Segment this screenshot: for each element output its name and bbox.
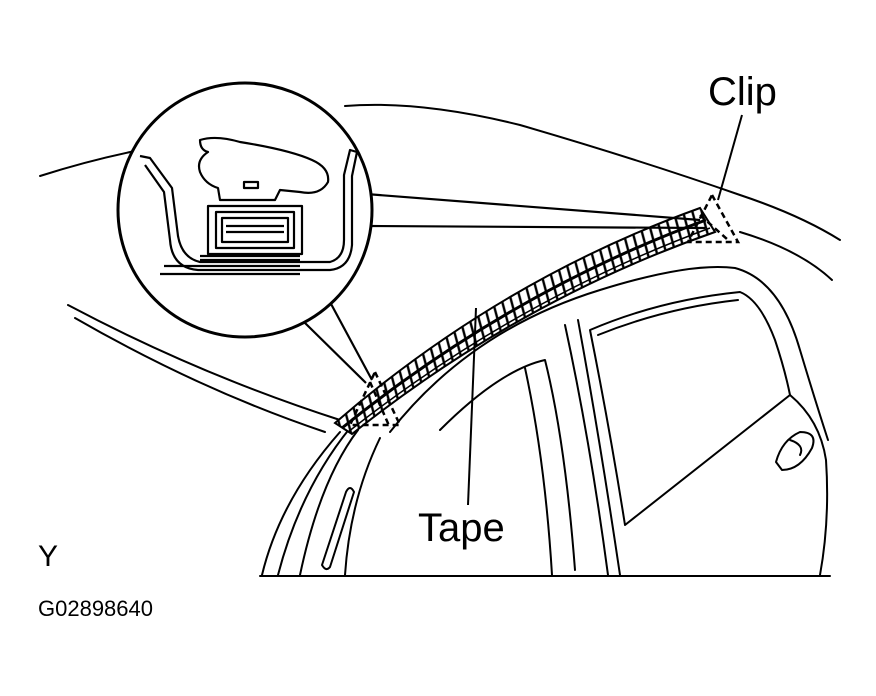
tape-leader-line xyxy=(467,307,477,506)
callout-lines xyxy=(303,192,706,384)
figure-code: G02898640 xyxy=(38,596,153,621)
clip-marker-front xyxy=(348,369,402,429)
tape-label: Tape xyxy=(418,506,505,550)
car-body-outline xyxy=(39,103,841,577)
tape-strip xyxy=(333,206,717,436)
view-label: Y xyxy=(38,540,59,573)
clip-leader-line xyxy=(717,114,743,201)
leader-lines xyxy=(467,114,743,506)
clip-marker-rear xyxy=(685,192,741,244)
clip-label: Clip xyxy=(708,70,777,114)
detail-magnifier xyxy=(116,81,374,339)
